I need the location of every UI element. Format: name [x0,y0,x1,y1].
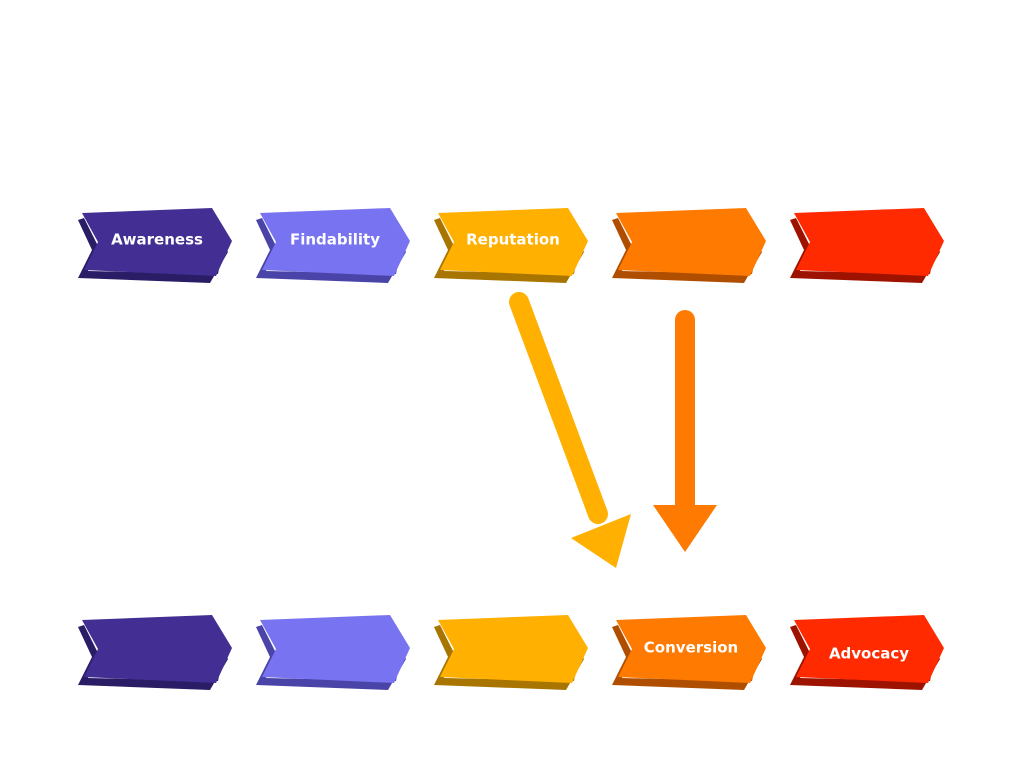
arrow-reputation-to-conversion [509,292,631,568]
chevron-shadow [256,218,406,283]
chevron-face [616,615,766,683]
chevron-label-advocacy: Advocacy [829,645,909,663]
top-row: Awareness Findability Reputation [78,208,944,283]
chevron-shadow [790,218,940,283]
chevron-face [260,615,410,683]
chevron-face [616,208,766,276]
chevron-shadow [434,218,584,283]
arrow-down-to-conversion [653,310,717,552]
top-row-chevron: Awareness [78,208,232,283]
chevron-label-conversion: Conversion [644,639,738,657]
chevron-face [438,208,588,276]
bottom-row: Conversion Advocacy [78,615,944,690]
bottom-row-chevron: Conversion [612,615,766,690]
chevron-label-reputation: Reputation [466,231,560,249]
chevron-face [438,615,588,683]
chevron-label-findability: Findability [290,231,380,249]
bottom-row-chevron [78,615,232,690]
chevron-label-awareness: Awareness [111,231,203,249]
chevron-shadow [790,625,940,690]
top-row-chevron [790,208,944,283]
chevron-shadow [612,218,762,283]
chevron-face [794,615,944,683]
chevron-shadow [434,625,584,690]
top-row-chevron [612,208,766,283]
top-row-chevron: Reputation [434,208,588,283]
chevron-face [260,208,410,276]
chevron-shadow [612,625,762,690]
bottom-row-chevron: Advocacy [790,615,944,690]
chevron-face [82,615,232,683]
top-row-chevron: Findability [256,208,410,283]
chevron-shadow [256,625,406,690]
bottom-row-chevron [256,615,410,690]
chevron-face [794,208,944,276]
chevron-shadow [78,218,228,283]
chevron-shadow [78,625,228,690]
chevron-face [82,208,232,276]
bottom-row-chevron [434,615,588,690]
